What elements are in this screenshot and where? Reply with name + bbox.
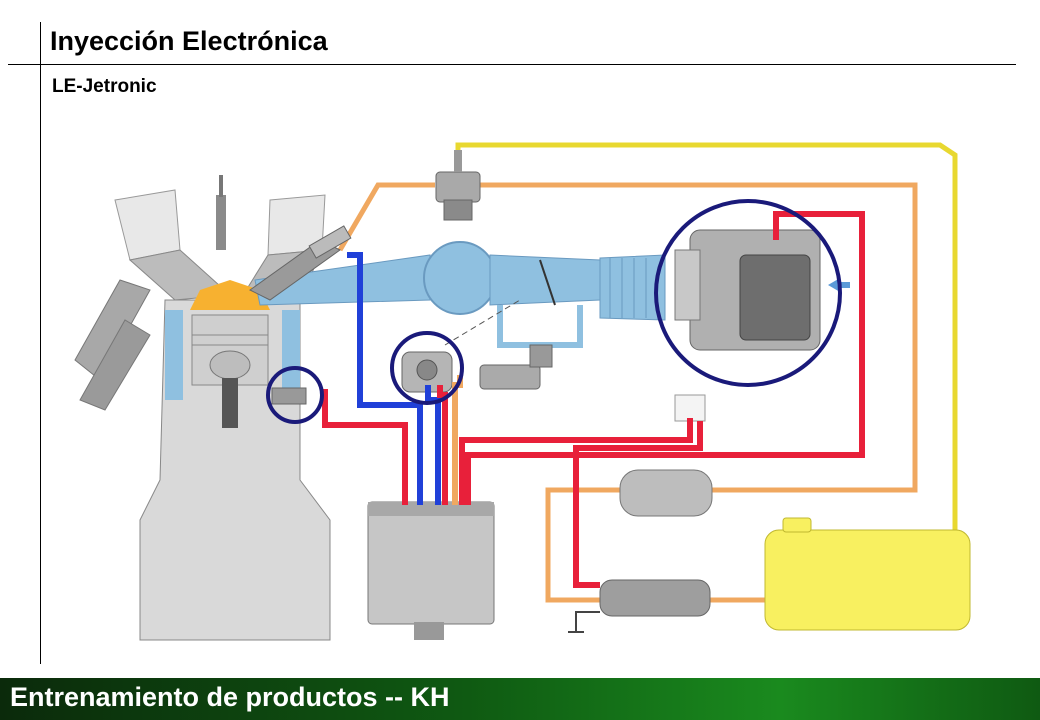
fuel-injection-diagram (74, 142, 971, 641)
page-title: Inyección Electrónica (50, 26, 328, 56)
fuel-tank (764, 517, 971, 631)
electronic-control-unit (367, 501, 495, 640)
fuel-injector (249, 225, 352, 301)
highlight-circles (266, 199, 842, 424)
temperature-sensor (271, 387, 307, 405)
fuel-pump (599, 579, 711, 617)
relay (674, 394, 706, 422)
pressure-regulator (435, 150, 481, 221)
auxiliary-air-valve (479, 344, 553, 390)
left-vertical-rule (40, 22, 41, 664)
ground-symbol-icon (568, 611, 600, 633)
header-horizontal-rule (8, 64, 1016, 65)
air-flow-sensor (674, 229, 821, 351)
signal-wires (322, 211, 865, 588)
page-subtitle: LE-Jetronic (52, 76, 157, 97)
fuel-filter (619, 469, 713, 517)
intake-manifold (254, 241, 666, 348)
throttle-switch (401, 351, 453, 393)
fuel-supply-line-orange (337, 182, 918, 603)
footer-bar: Entrenamiento de productos -- KH (0, 678, 1040, 720)
engine-block (74, 175, 331, 641)
footer-text: Entrenamiento de productos -- KH (10, 682, 450, 712)
